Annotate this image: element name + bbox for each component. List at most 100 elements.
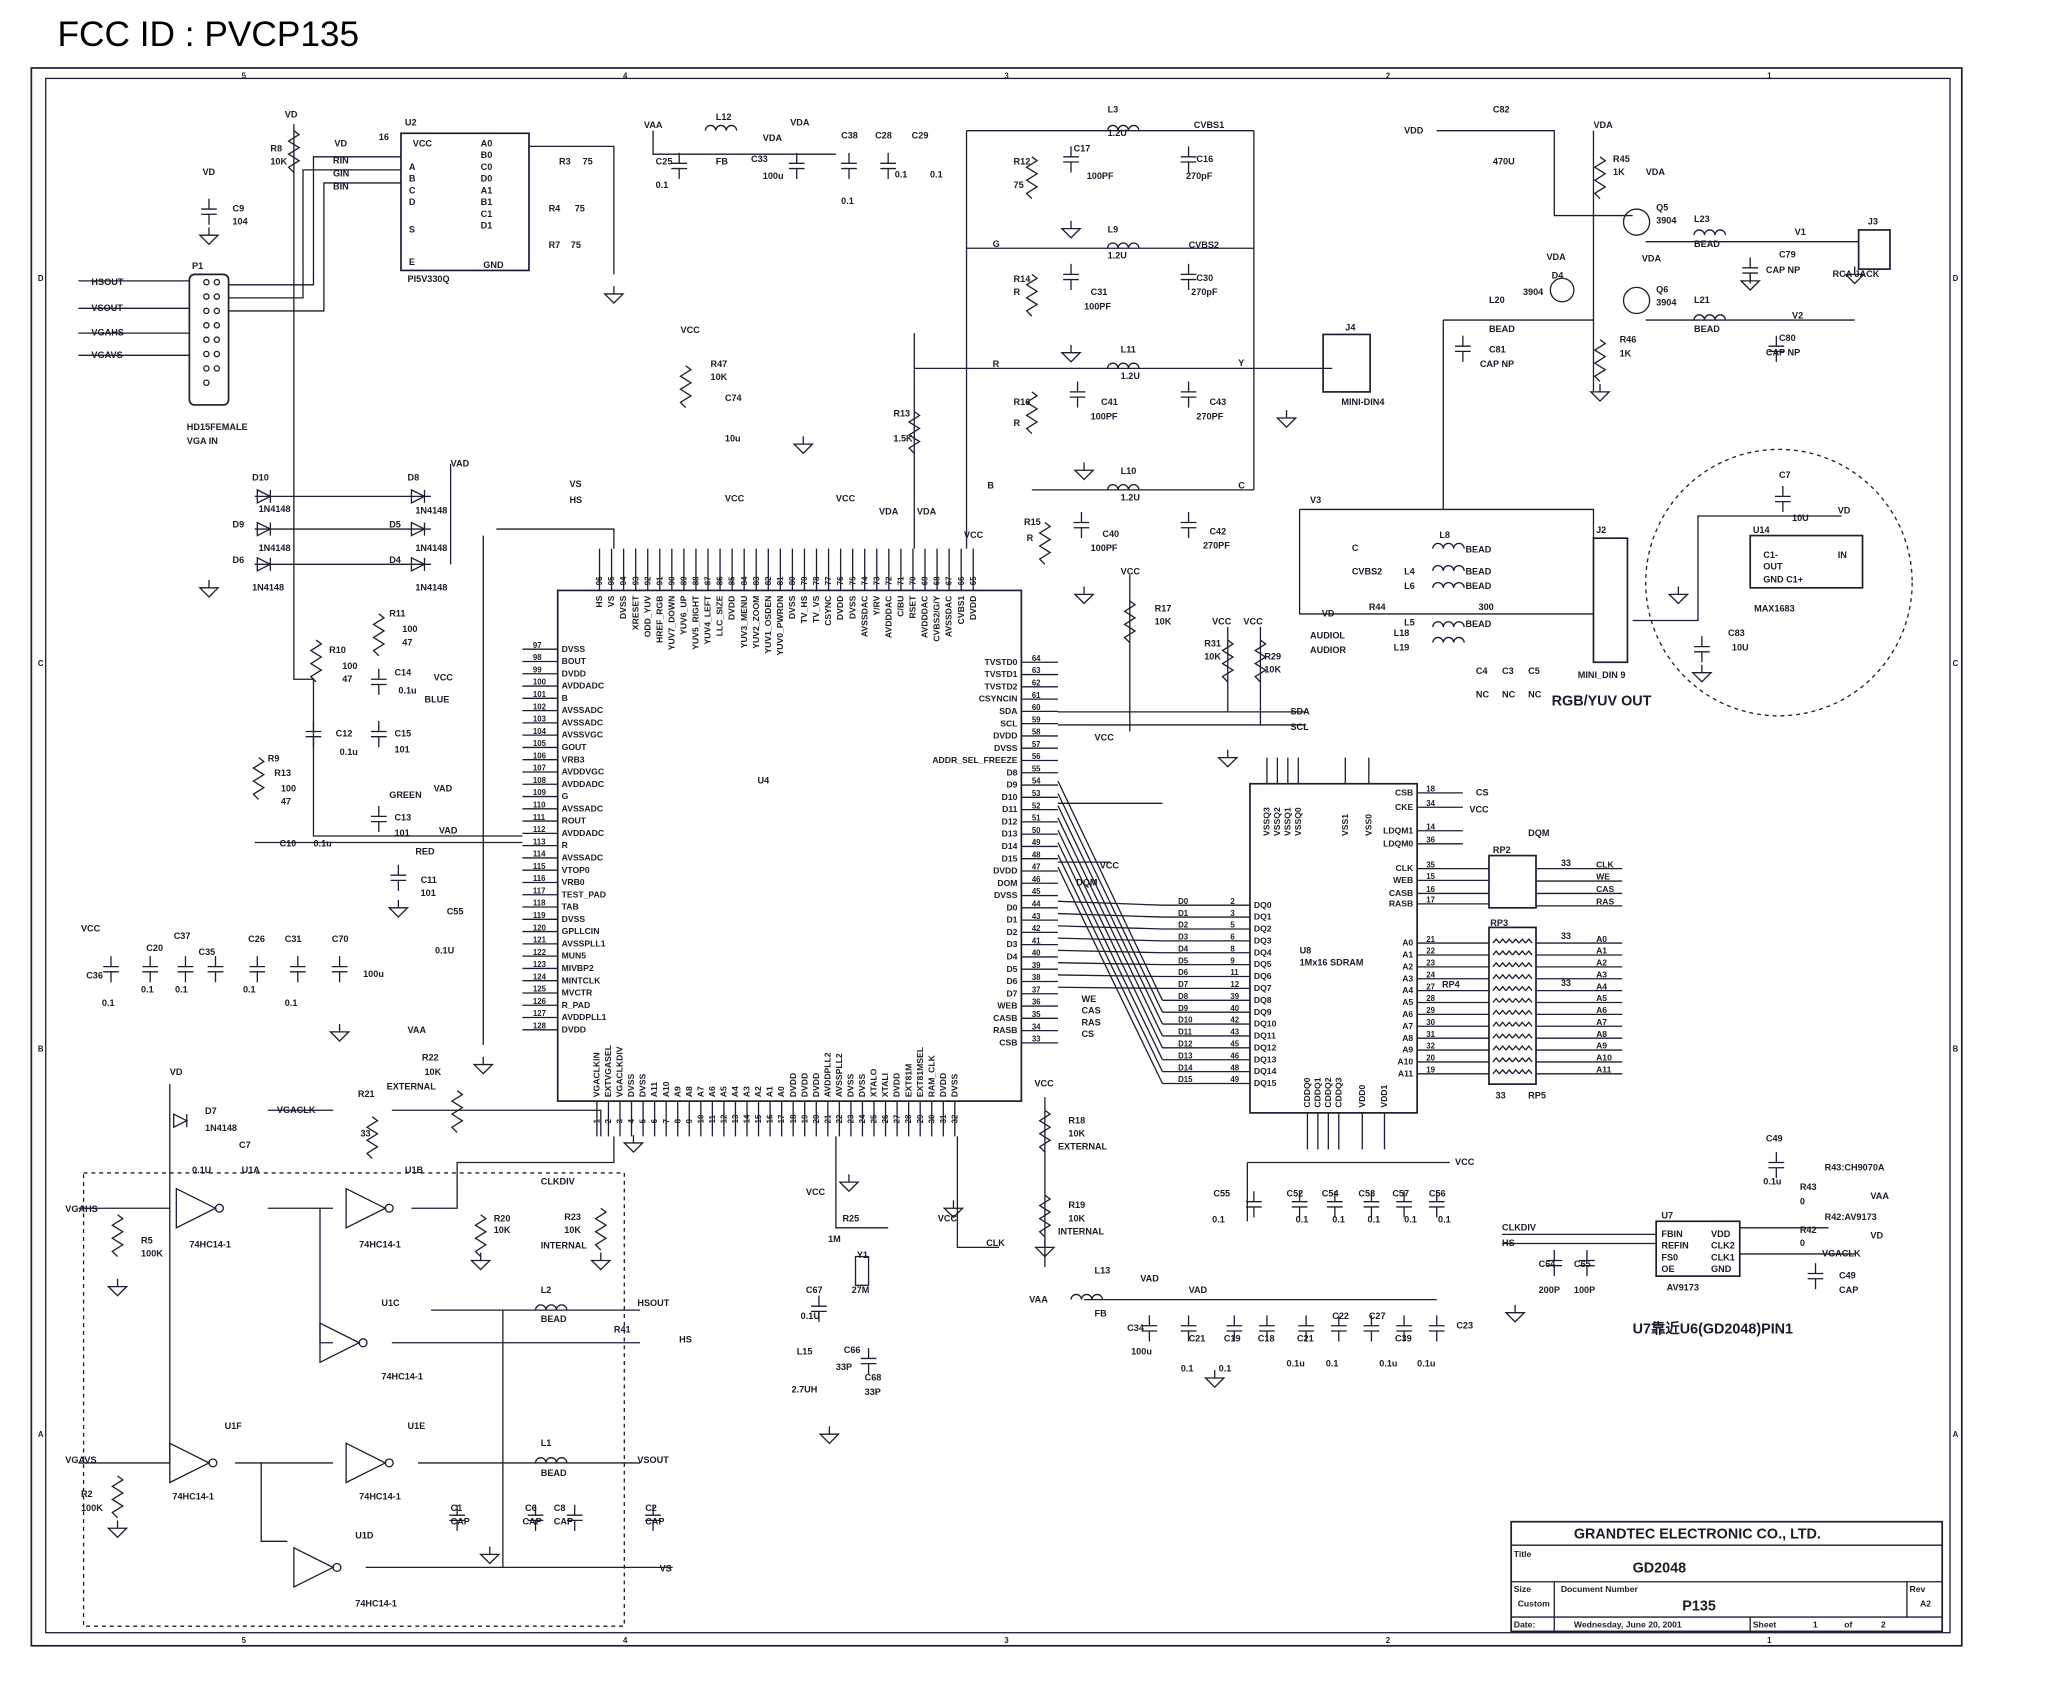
r13b-label: R13 xyxy=(274,768,291,778)
connector-pin-icon xyxy=(203,307,210,315)
u8-pin-number: 18 xyxy=(1426,785,1435,794)
u4-pin-number: 24 xyxy=(858,1114,867,1123)
wire xyxy=(228,156,401,286)
u4-pin-label: D10 xyxy=(1002,792,1018,802)
inductor-icon xyxy=(534,1457,568,1464)
rgbyuv-label: RGB/YUV OUT xyxy=(1552,693,1652,709)
e01c-label: 0.1 xyxy=(1332,1215,1345,1225)
capacitor-icon xyxy=(1063,146,1079,173)
resistor-network-icon xyxy=(1518,1021,1527,1027)
connector-pin-icon xyxy=(213,293,221,300)
l8v-label: BEAD xyxy=(1465,545,1491,555)
u4-pin-number: 89 xyxy=(680,576,689,585)
resistor-icon xyxy=(1038,521,1052,565)
l2-label: L2 xyxy=(541,1285,552,1295)
u2d1-label: D1 xyxy=(481,221,493,231)
ground-icon xyxy=(479,1546,501,1565)
v01c-label: 0.1 xyxy=(175,985,188,995)
resistor-network-icon xyxy=(1525,1021,1533,1027)
r22-label: R22 xyxy=(422,1053,439,1063)
u4-data-net: D10 xyxy=(1178,1016,1193,1025)
r14-label: R14 xyxy=(1014,274,1032,284)
u4-pin-label: ROUT xyxy=(562,816,587,826)
internal2-label: INTERNAL xyxy=(1058,1226,1105,1236)
d6-label: D6 xyxy=(232,555,244,565)
vda-t2-label: VDA xyxy=(790,117,810,127)
inverter-bubble-icon xyxy=(214,1203,224,1213)
l12-label: L12 xyxy=(716,112,732,122)
address-net: A0 xyxy=(1596,934,1607,944)
resistor-network-icon xyxy=(1511,997,1520,1003)
u4-data-net: D11 xyxy=(1178,1028,1193,1037)
vcc-row-label: VCC xyxy=(81,923,101,933)
c14v-label: 0.1u xyxy=(398,686,416,696)
u8-pin-number: 16 xyxy=(1426,885,1435,894)
u8-dq-pin-label: DQ9 xyxy=(1254,1007,1272,1017)
capacitor-icon xyxy=(1546,1250,1563,1277)
l1v-label: BEAD xyxy=(541,1468,567,1478)
u4-pin-label: VRB0 xyxy=(562,877,585,887)
c83v-label: 10U xyxy=(1732,643,1749,653)
u8-ctrl-pin-label: CSB xyxy=(1395,787,1413,797)
capacitor-icon xyxy=(1069,381,1086,408)
u8-dq-pin-label: DQ2 xyxy=(1254,924,1272,934)
r43-label: R43 xyxy=(1800,1182,1817,1192)
ground-icon xyxy=(1060,344,1082,363)
u8-power-pin-label: CDDQ2 xyxy=(1323,1077,1333,1107)
connector-pin-icon xyxy=(203,365,210,372)
sheet-label: Sheet xyxy=(1753,1619,1777,1629)
connector-pin-icon xyxy=(203,293,210,300)
u2-mux xyxy=(400,132,530,272)
u4-pin-number: 87 xyxy=(704,576,713,585)
u8-addr-pin-label: A2 xyxy=(1402,961,1413,971)
capacitor-icon xyxy=(249,956,266,983)
c12-label: C12 xyxy=(336,729,353,739)
r17-label: R17 xyxy=(1155,603,1172,613)
r20v-label: 10K xyxy=(494,1225,511,1235)
c80v-label: CAP NP xyxy=(1766,347,1800,357)
vaa-t-label: VAA xyxy=(644,120,663,130)
capacitor-icon xyxy=(177,956,194,983)
l3-label: L3 xyxy=(1108,104,1119,114)
inverter-bubble-icon xyxy=(208,1458,218,1468)
l4v-label: BEAD xyxy=(1465,567,1491,577)
ground-icon xyxy=(1203,1370,1226,1389)
c74-label: C74 xyxy=(725,393,743,403)
u2-label: U2 xyxy=(405,117,417,127)
c40v-label: 100PF xyxy=(1091,543,1118,553)
resistor-network-icon xyxy=(1505,1068,1513,1075)
wire xyxy=(1298,509,1594,615)
c49b-label: C49 xyxy=(1839,1271,1856,1281)
d10v-label: 1N4148 xyxy=(259,504,291,514)
c81-label: C81 xyxy=(1489,345,1506,355)
sheet-number: 1 xyxy=(1813,1619,1818,1629)
resistor-network-icon xyxy=(1492,1068,1500,1075)
resistor-network-icon xyxy=(1511,985,1520,992)
d4-label: D4 xyxy=(389,555,402,565)
c6v-label: CAP xyxy=(522,1516,541,1526)
capacitor-icon xyxy=(1259,1315,1275,1342)
u7-chip xyxy=(1655,1220,1741,1277)
address-net: A11 xyxy=(1596,1065,1612,1075)
u2vcc-label: VCC xyxy=(413,138,433,148)
u4-pin-label: DVSS xyxy=(847,595,857,619)
hsout-label: HSOUT xyxy=(91,277,123,287)
resistor-network-icon xyxy=(1505,938,1513,944)
u4-pin-number: 106 xyxy=(533,751,547,760)
resistor-network-icon xyxy=(1492,1009,1500,1015)
u4-pin-number: 33 xyxy=(1032,1035,1041,1044)
c64v-label: 200P xyxy=(1539,1285,1560,1295)
resistor-icon xyxy=(594,1207,608,1251)
c52-label: C52 xyxy=(1287,1188,1304,1198)
r5v-label: 100K xyxy=(141,1249,163,1259)
c49bv-label: CAP xyxy=(1839,1285,1858,1295)
capacitor-icon xyxy=(1428,1191,1445,1218)
c10-label: C10 xyxy=(280,838,297,848)
u4-pin-label: AVSSVGC xyxy=(562,730,603,740)
u8-power-pin-label: CDDQ1 xyxy=(1312,1077,1322,1107)
d5-label: D5 xyxy=(389,520,401,530)
u4-pin-label: DVDD xyxy=(562,1024,586,1034)
c27-label: C27 xyxy=(1369,1311,1386,1321)
c81v-label: CAP NP xyxy=(1480,359,1514,369)
u4-pin-number: 36 xyxy=(1032,998,1041,1007)
